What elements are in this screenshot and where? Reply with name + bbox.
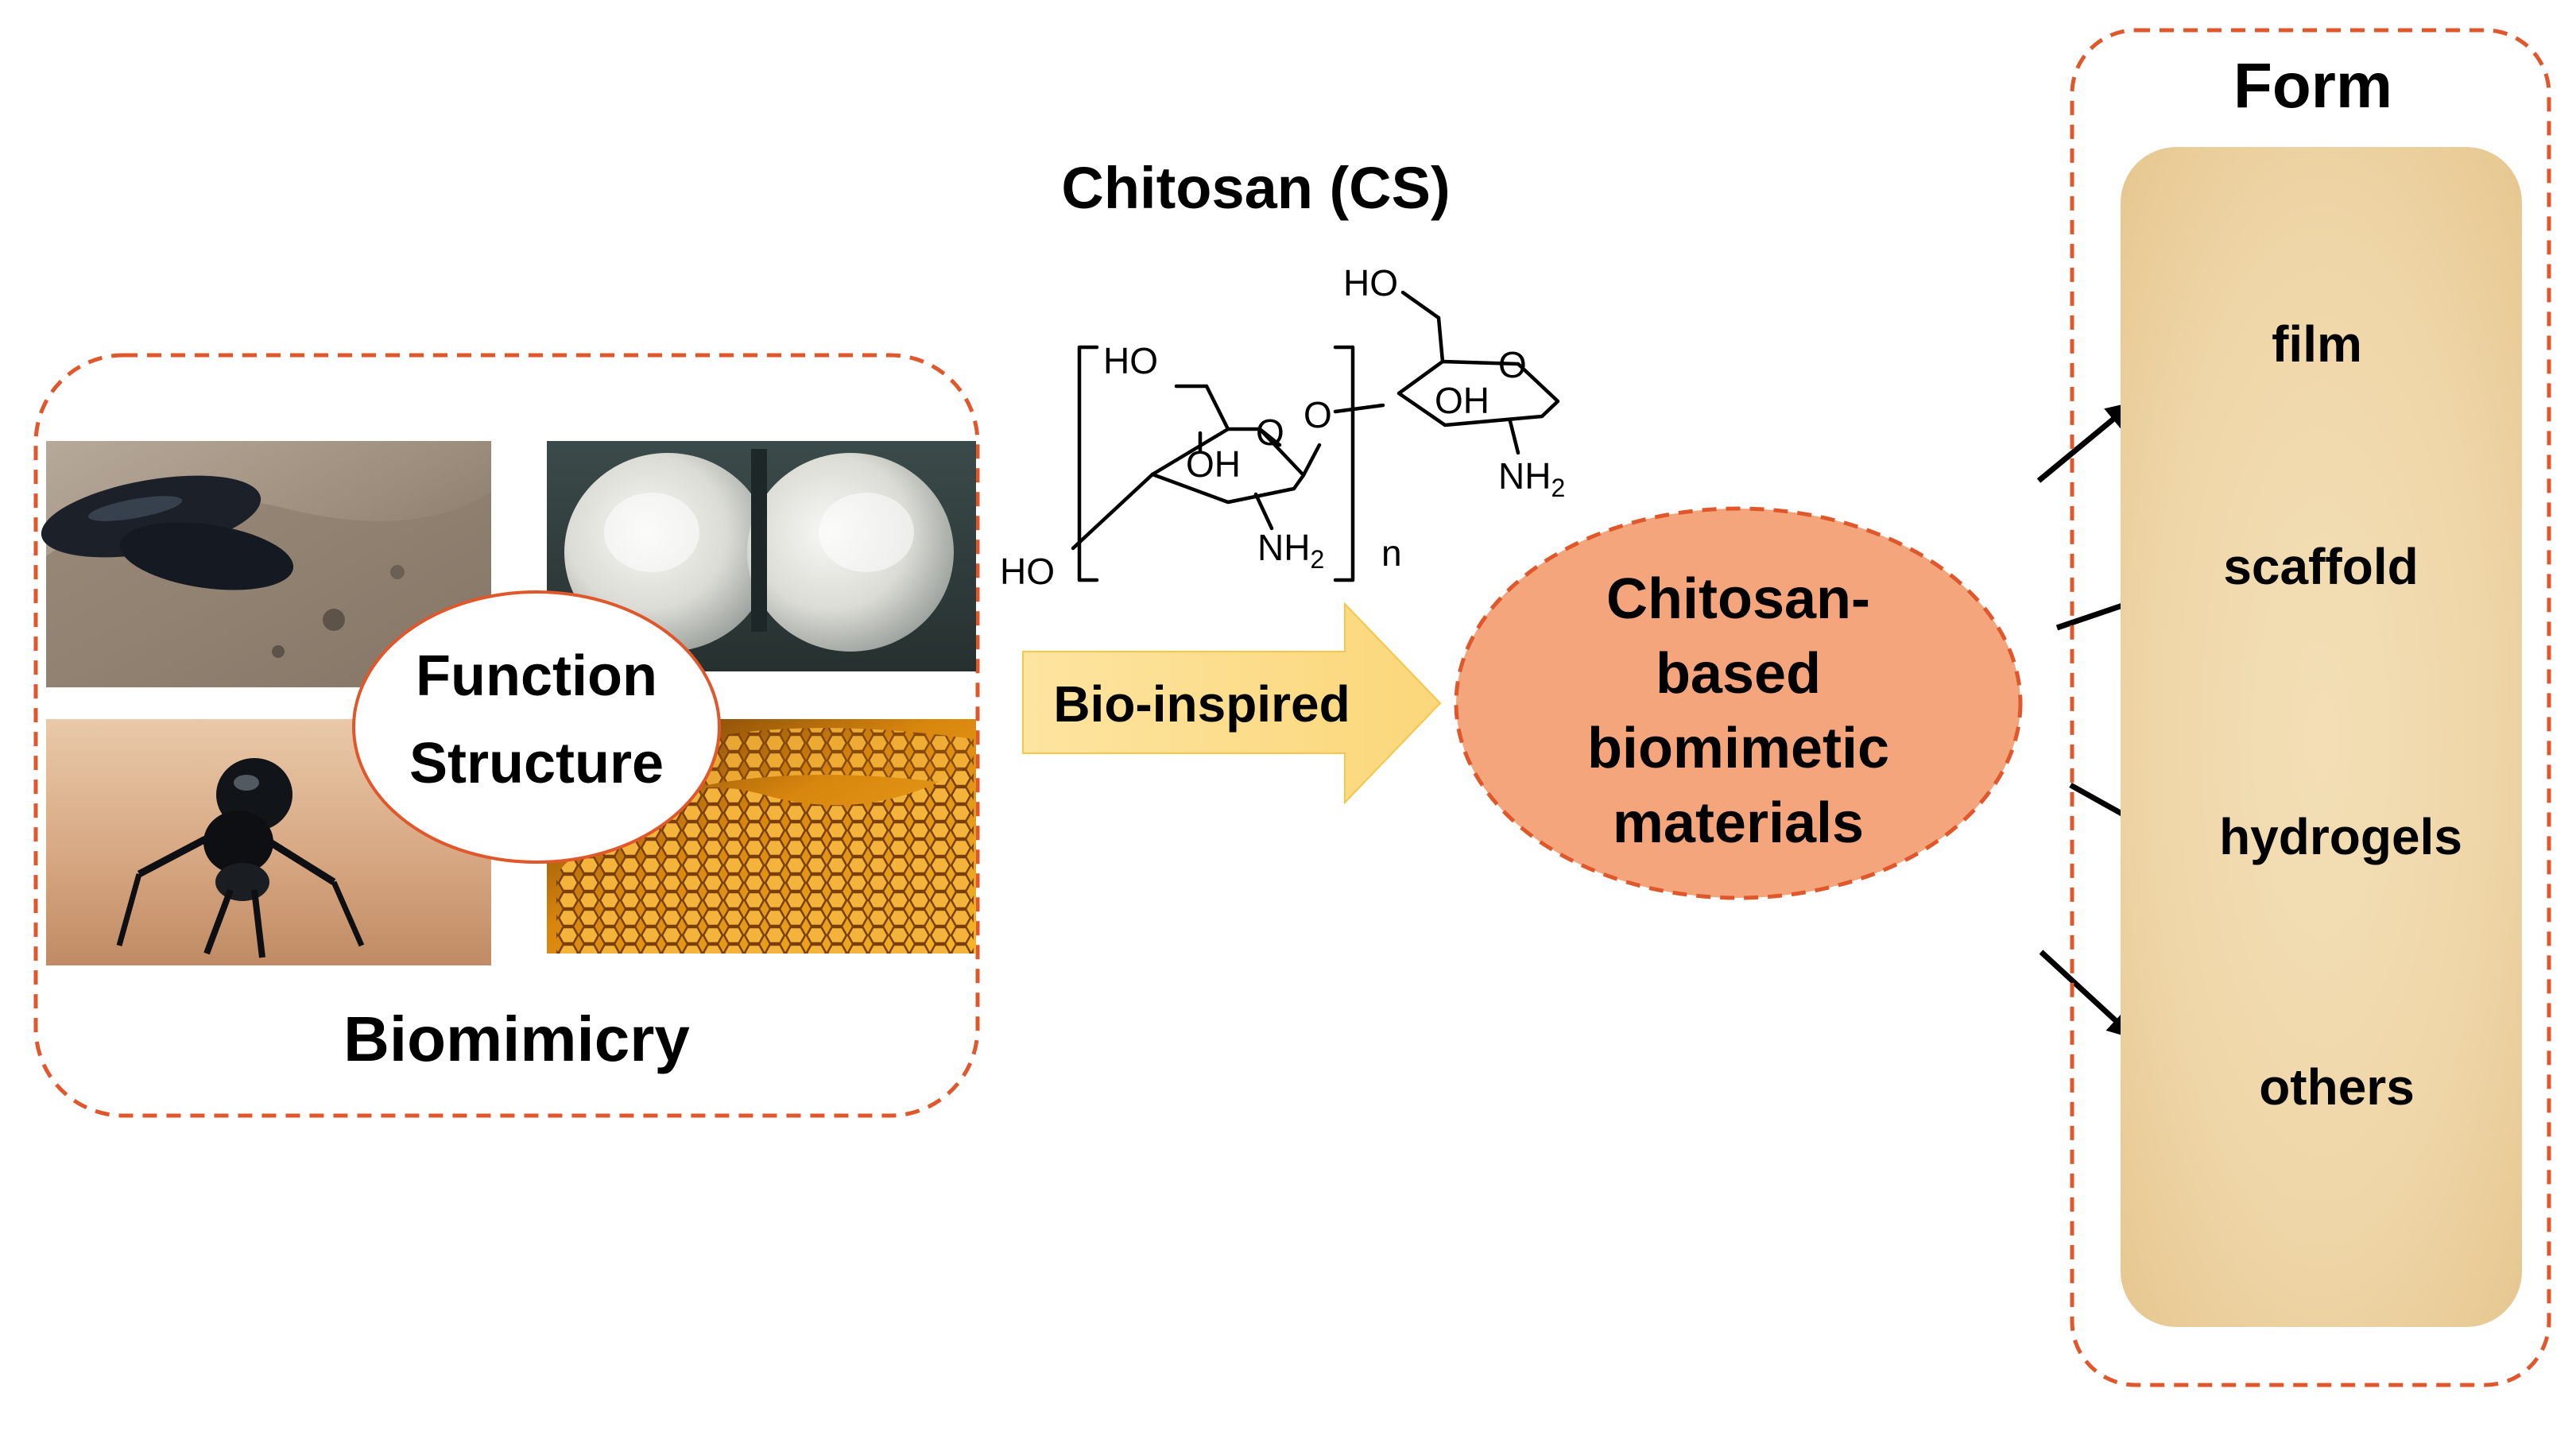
chitosan-structure: Chitosan (CS) — [1000, 155, 1565, 592]
form-item-others: others — [2259, 1058, 2415, 1116]
atom-bridge-o: O — [1303, 394, 1332, 435]
atom-oh-right: OH — [1435, 380, 1489, 421]
arrow-to-others — [2039, 950, 2136, 1039]
chitosan-title: Chitosan (CS) — [1061, 155, 1450, 221]
atom-ho-bottom: HO — [1000, 551, 1055, 592]
atom-ring-o-right: O — [1498, 344, 1527, 385]
atom-nh2-left: NH2 — [1257, 527, 1324, 574]
arrow-to-film — [2036, 401, 2135, 483]
chitosan-materials-node: Chitosan- based biomimetic materials — [1454, 506, 2023, 900]
materials-line-1: Chitosan- — [1606, 567, 1870, 631]
form-item-scaffold: scaffold — [2223, 538, 2418, 595]
atom-nh2-right: NH2 — [1498, 455, 1565, 502]
function-label: Function — [416, 644, 657, 708]
form-title: Form — [2233, 50, 2392, 121]
function-structure-ellipse — [352, 590, 721, 864]
form-parchment — [2121, 147, 2522, 1327]
atom-ho-left-top: HO — [1103, 340, 1158, 381]
materials-line-3: biomimetic — [1587, 717, 1889, 780]
atom-oh-left: OH — [1186, 443, 1241, 485]
materials-ellipse — [1454, 506, 2023, 900]
bio-inspired-arrow: Bio-inspired — [1022, 602, 1442, 805]
form-item-film: film — [2272, 315, 2362, 373]
biomimicry-border — [33, 353, 980, 1118]
atom-ho-top: HO — [1343, 262, 1398, 304]
structure-label: Structure — [409, 732, 664, 795]
biomimicry-caption: Biomimicry — [343, 1004, 690, 1074]
chitosan-bonds — [1071, 290, 1560, 582]
form-border — [2070, 28, 2551, 1387]
biomimicry-panel: Function Structure Biomimicry — [33, 353, 980, 1118]
materials-line-2: based — [1656, 642, 1821, 706]
repeat-n: n — [1381, 532, 1402, 574]
form-item-hydrogels: hydrogels — [2219, 808, 2462, 865]
bio-inspired-label: Bio-inspired — [1053, 675, 1350, 733]
chitosan-atoms: HO HO OH OH O O O NH2 NH2 HO n — [1000, 262, 1565, 592]
form-panel: Form film scaffold hydrogels others — [2070, 28, 2551, 1387]
atom-ring-o-left: O — [1256, 412, 1284, 453]
materials-line-4: materials — [1613, 791, 1864, 855]
